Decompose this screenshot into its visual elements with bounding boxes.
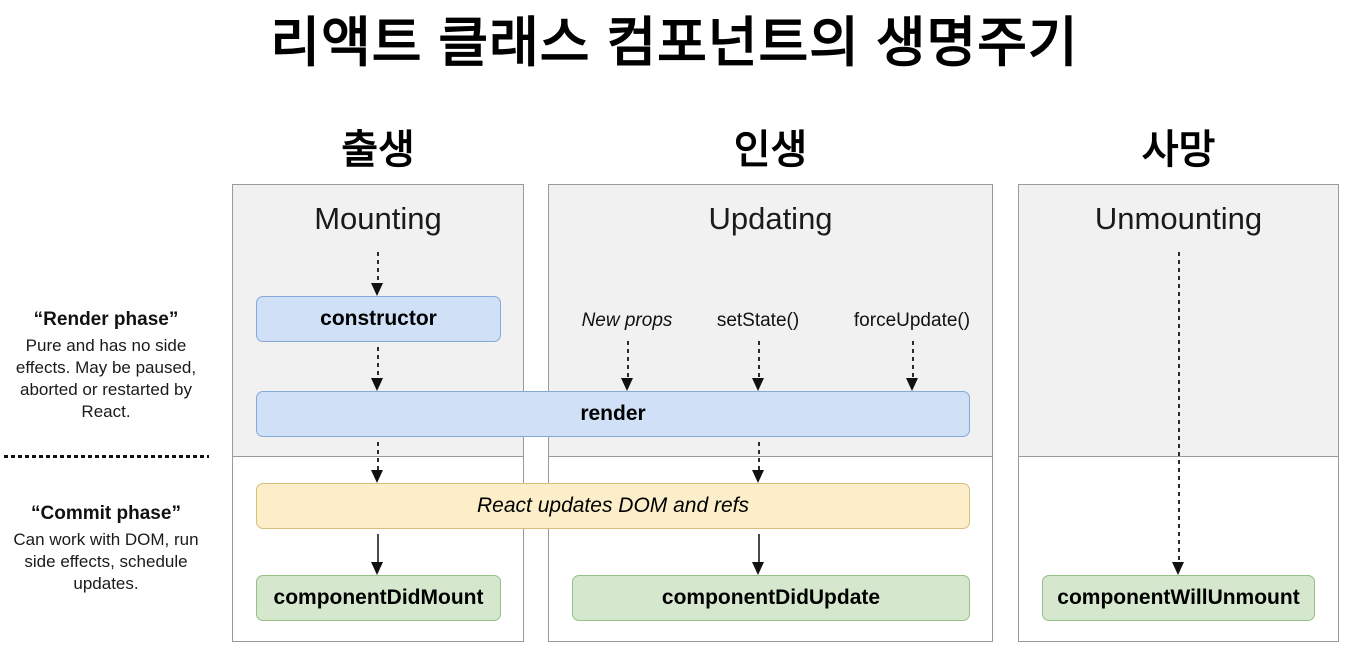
arrow-force-update-to-render (906, 341, 919, 391)
phase-title-commit: “Commit phase” (31, 503, 181, 524)
arrow-render-to-react-updates-updating (752, 442, 765, 483)
phase-desc-render: Pure and has no side effects. May be pau… (15, 336, 197, 421)
trigger-label-force-update: forceUpdate() (853, 310, 971, 331)
phase-title-render: “Render phase” (33, 309, 179, 330)
arrow-react-updates-to-did-update (752, 534, 765, 575)
panel-title-updating: Updating (708, 201, 833, 236)
lifecycle-box-component-did-mount[interactable]: componentDidMount (256, 575, 501, 621)
arrow-constructor-to-render (371, 347, 384, 391)
arrow-mounting-to-constructor (371, 252, 384, 296)
phase-description-render: “Render phase” Pure and has no side effe… (0, 306, 212, 423)
arrow-react-updates-to-did-mount (371, 534, 384, 575)
arrow-set-state-to-render (752, 341, 765, 391)
stage-header-death: 사망 (1141, 128, 1216, 172)
lifecycle-box-component-did-update[interactable]: componentDidUpdate (572, 575, 970, 621)
stage-header-life: 인생 (733, 128, 808, 172)
trigger-label-set-state: setState() (716, 310, 800, 331)
arrow-new-props-to-render (621, 341, 634, 391)
arrow-unmounting-to-will-unmount (1172, 252, 1185, 575)
phase-desc-commit: Can work with DOM, run side effects, sch… (13, 530, 199, 593)
lifecycle-box-component-will-unmount[interactable]: componentWillUnmount (1042, 575, 1315, 621)
panel-title-mounting: Mounting (314, 201, 442, 236)
lifecycle-box-constructor[interactable]: constructor (256, 296, 501, 342)
page-title: 리액트 클래스 컴포넌트의 생명주기 (270, 13, 1079, 73)
phase-description-commit: “Commit phase” Can work with DOM, run si… (0, 500, 212, 595)
panel-title-unmounting: Unmounting (1094, 201, 1263, 236)
arrow-render-to-react-updates-mounting (371, 442, 384, 483)
lifecycle-box-render[interactable]: render (256, 391, 970, 437)
lifecycle-box-react-updates-dom[interactable]: React updates DOM and refs (256, 483, 970, 529)
trigger-label-new-props: New props (581, 310, 673, 331)
stage-header-birth: 출생 (341, 128, 415, 172)
phase-divider (4, 455, 209, 458)
